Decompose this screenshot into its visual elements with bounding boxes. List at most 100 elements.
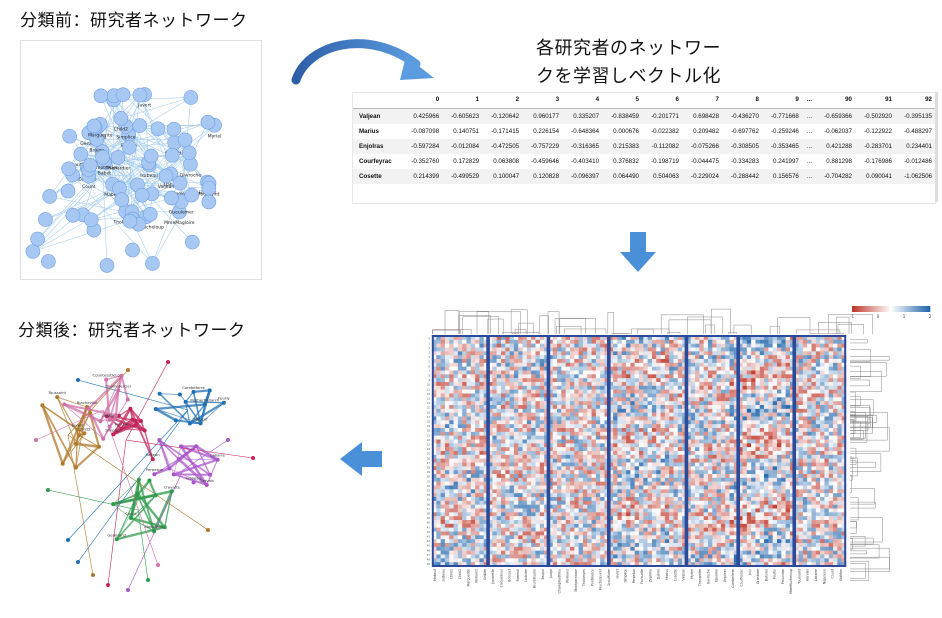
heatmap-cell (799, 497, 804, 501)
heatmap-cell (708, 497, 713, 501)
heatmap-cell (824, 340, 829, 344)
heatmap-cell (454, 463, 459, 467)
heatmap-cell (583, 463, 588, 467)
heatmap-cell (755, 409, 760, 413)
heatmap-cell (704, 405, 709, 409)
heatmap-cell (699, 424, 704, 428)
heatmap-cell (540, 351, 545, 355)
heatmap-cell (561, 420, 566, 424)
heatmap-cell (669, 424, 674, 428)
heatmap-cell (613, 505, 618, 509)
heatmap-cell (674, 405, 679, 409)
heatmap-cell (824, 390, 829, 394)
heatmap-cell (617, 443, 622, 447)
heatmap-cell (566, 348, 571, 352)
heatmap-cell (510, 367, 515, 371)
network-node (216, 458, 220, 462)
heatmap-cell (803, 382, 808, 386)
heatmap-cell (626, 367, 631, 371)
table-scrollbar[interactable] (935, 92, 938, 202)
heatmap-cell (557, 505, 562, 509)
heatmap-cell (764, 474, 769, 478)
heatmap-cell (514, 363, 519, 367)
heatmap-cell (768, 374, 773, 378)
heatmap-cell (583, 505, 588, 509)
heatmap-cell (600, 394, 605, 398)
heatmap-cell (751, 374, 756, 378)
heatmap-cell (475, 455, 480, 459)
heatmap-cell (527, 378, 532, 382)
heatmap-cell (656, 417, 661, 421)
heatmap-cell (747, 474, 752, 478)
network-node (178, 392, 182, 396)
network-node (74, 147, 88, 161)
heatmap-cell (622, 459, 627, 463)
heatmap-cell (833, 344, 838, 348)
heatmap-cell (622, 424, 627, 428)
heatmap-cell (656, 459, 661, 463)
heatmap-cell (449, 397, 454, 401)
heatmap-cell (807, 451, 812, 455)
heatmap-cell (458, 417, 463, 421)
network-node (66, 538, 70, 542)
dendrogram-branch (811, 333, 844, 334)
heatmap-cell (678, 401, 683, 405)
heatmap-cell (833, 463, 838, 467)
heatmap-cell (777, 463, 782, 467)
heatmap-cell (514, 359, 519, 363)
heatmap-cell (445, 401, 450, 405)
heatmap-cell (764, 470, 769, 474)
heatmap-cell (557, 482, 562, 486)
heatmap-cell (712, 401, 717, 405)
heatmap-cell (695, 474, 700, 478)
heatmap-cell (725, 459, 730, 463)
heatmap-cell (717, 367, 722, 371)
heatmap-cell (492, 432, 497, 436)
heatmap-cell (678, 493, 683, 497)
heatmap-cell (540, 359, 545, 363)
heatmap-cell (600, 440, 605, 444)
heatmap-cell (622, 455, 627, 459)
heatmap-cell (471, 432, 476, 436)
heatmap-cell (833, 447, 838, 451)
heatmap-cell (717, 378, 722, 382)
heatmap-cell (837, 447, 842, 451)
heatmap-cell (639, 367, 644, 371)
heatmap-cell (678, 420, 683, 424)
heatmap-cell (820, 440, 825, 444)
heatmap-cell (799, 405, 804, 409)
heatmap-cell (471, 397, 476, 401)
heatmap-cell (441, 413, 446, 417)
heatmap-cell (570, 371, 575, 375)
heatmap-cell (837, 436, 842, 440)
network-node (152, 472, 156, 476)
heatmap-cell (505, 397, 510, 401)
dendrogram-branch (548, 311, 559, 334)
heatmap-cell (475, 466, 480, 470)
heatmap-cell (630, 455, 635, 459)
heatmap-cell (820, 436, 825, 440)
heatmap-cell (462, 355, 467, 359)
heatmap-cell (613, 367, 618, 371)
heatmap-cell (661, 432, 666, 436)
heatmap-cell (613, 386, 618, 390)
heatmap-cell (458, 405, 463, 409)
heatmap-cell (527, 405, 532, 409)
network-node (101, 437, 105, 441)
heatmap-cell (587, 413, 592, 417)
heatmap-cell (764, 436, 769, 440)
network-node (111, 502, 115, 506)
heatmap-cell (497, 436, 502, 440)
heatmap-cell (436, 413, 441, 417)
heatmap-cell (518, 344, 523, 348)
heatmap-cell (505, 417, 510, 421)
dendrogram-branch (850, 380, 870, 386)
heatmap-cell (467, 351, 472, 355)
heatmap-cell (807, 409, 812, 413)
heatmap-cell (656, 482, 661, 486)
heatmap-cell (721, 466, 726, 470)
heatmap-cell (699, 455, 704, 459)
heatmap-cell (803, 428, 808, 432)
heatmap-cell (501, 459, 506, 463)
heatmap-cell (820, 348, 825, 352)
